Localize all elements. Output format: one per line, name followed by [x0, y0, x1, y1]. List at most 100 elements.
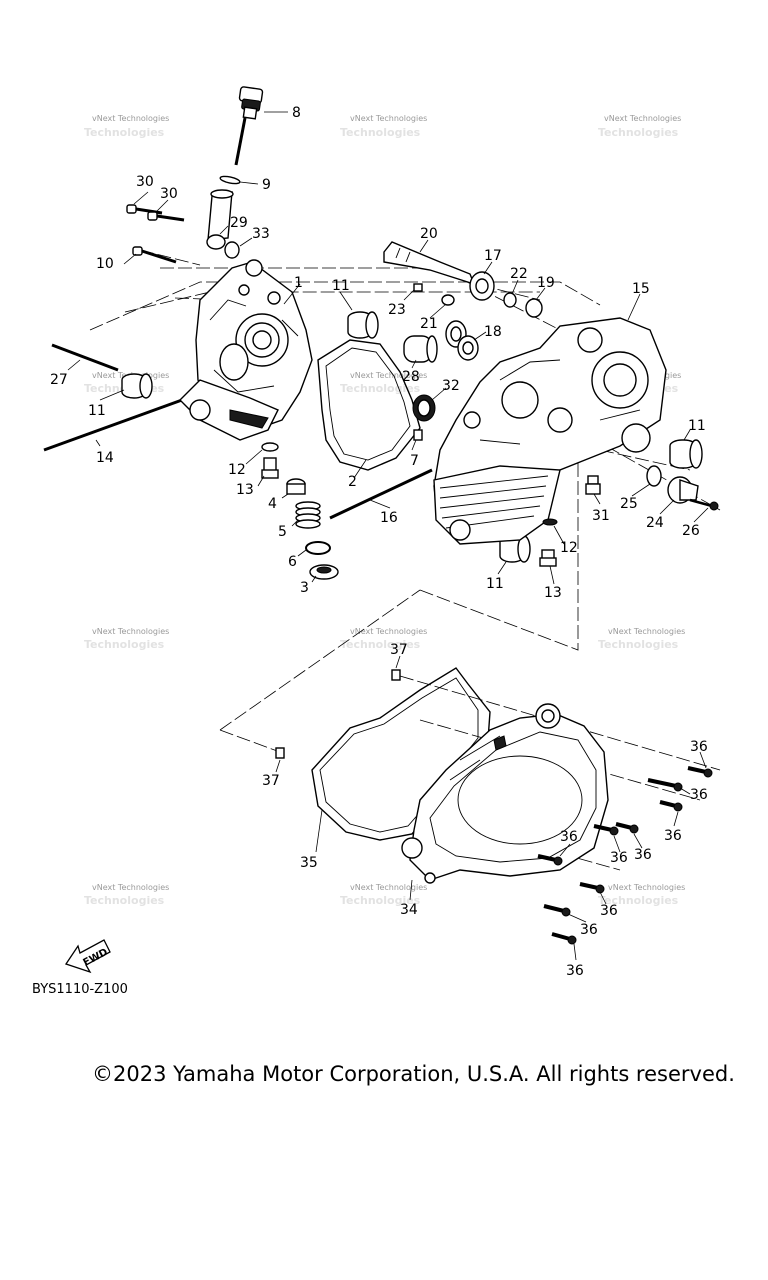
- bolt-30b: [147, 211, 185, 222]
- svg-text:Technologies: Technologies: [598, 638, 679, 651]
- callout-3: 3: [300, 580, 309, 596]
- plug-13-right: [539, 549, 557, 567]
- parts-diagram: Technologies vNext Technologies Technolog…: [43, 86, 721, 979]
- svg-text:vNext Technologies: vNext Technologies: [608, 883, 685, 892]
- callout-8: 8: [292, 105, 301, 121]
- dipstick: [234, 86, 264, 166]
- bolt-36: [647, 778, 683, 792]
- bolt-36: [543, 904, 571, 917]
- svg-text:Technologies: Technologies: [340, 638, 421, 651]
- callout-31: 31: [592, 508, 610, 524]
- stud-14: [43, 398, 183, 452]
- svg-text:vNext Technologies: vNext Technologies: [92, 627, 169, 636]
- svg-text:vNext Technologies: vNext Technologies: [608, 627, 685, 636]
- callout-20: 20: [420, 226, 438, 242]
- svg-text:Technologies: Technologies: [84, 638, 165, 651]
- plug-13-left: [261, 457, 279, 479]
- o-ring-9: [219, 175, 241, 185]
- callout-13: 13: [544, 585, 562, 601]
- diagram-code: BYS1110-Z100: [32, 982, 128, 997]
- cap-24: [667, 476, 699, 504]
- assembly-line: [219, 729, 281, 753]
- svg-text:Technologies: Technologies: [84, 126, 165, 139]
- callout-1: 1: [294, 275, 303, 291]
- shaft-20: [383, 241, 476, 286]
- bolt-36: [615, 822, 639, 834]
- dowel-7: [413, 429, 423, 441]
- spring-5: [295, 501, 321, 529]
- callout-11: 11: [688, 418, 706, 434]
- svg-text:Technologies: Technologies: [84, 894, 165, 907]
- callout-17: 17: [484, 248, 502, 264]
- bolts-36: [537, 766, 713, 945]
- callout-12: 12: [560, 540, 578, 556]
- assembly-line: [89, 281, 601, 331]
- callout-24: 24: [646, 515, 664, 531]
- bolt-10: [132, 246, 177, 264]
- callout-16: 16: [380, 510, 398, 526]
- callout-35: 35: [300, 855, 318, 871]
- callout-21: 21: [420, 316, 438, 332]
- callout-36: 36: [690, 787, 708, 803]
- callout-27: 27: [50, 372, 68, 388]
- callout-36: 36: [664, 828, 682, 844]
- washer-21: [441, 294, 455, 306]
- bushing-11-top: [347, 311, 379, 339]
- bolt-36: [537, 854, 563, 866]
- callout-4: 4: [268, 496, 277, 512]
- bolt-27: [51, 343, 119, 372]
- svg-text:vNext Technologies: vNext Technologies: [350, 114, 427, 123]
- bolt-30a: [126, 204, 163, 215]
- callout-37: 37: [262, 773, 280, 789]
- washer-12-right: [542, 518, 558, 526]
- callout-14: 14: [96, 450, 114, 466]
- callout-23: 23: [388, 302, 406, 318]
- callout-10: 10: [96, 256, 114, 272]
- callout-9: 9: [262, 177, 271, 193]
- washer-12-left: [261, 442, 279, 452]
- svg-text:Technologies: Technologies: [340, 894, 421, 907]
- bolt-36: [687, 766, 713, 778]
- watermark: Technologies vNext Technologies: [340, 114, 427, 139]
- cover-34: [401, 703, 609, 884]
- drain-plug-3: [309, 564, 339, 580]
- svg-text:vNext Technologies: vNext Technologies: [604, 114, 681, 123]
- svg-text:Technologies: Technologies: [340, 126, 421, 139]
- callout-2: 2: [348, 474, 357, 490]
- svg-text:Technologies: Technologies: [598, 894, 679, 907]
- assembly-line: [219, 589, 421, 731]
- callout-13: 13: [236, 482, 254, 498]
- callout-22: 22: [510, 266, 528, 282]
- watermark: Technologies vNext Technologies: [598, 627, 685, 651]
- callout-36: 36: [566, 963, 584, 979]
- svg-text:vNext Technologies: vNext Technologies: [350, 627, 427, 636]
- callout-11: 11: [332, 278, 350, 294]
- o-ring-25: [646, 465, 662, 487]
- callout-25: 25: [620, 496, 638, 512]
- crankcase-left: [179, 259, 313, 441]
- bolt-36: [659, 800, 683, 812]
- callout-36: 36: [690, 739, 708, 755]
- callout-33: 33: [252, 226, 270, 242]
- watermark: Technologies vNext Technologies: [340, 627, 427, 651]
- dowel-37-top: [391, 669, 401, 681]
- callout-26: 26: [682, 523, 700, 539]
- callout-36: 36: [580, 922, 598, 938]
- callout-37: 37: [390, 642, 408, 658]
- callout-32: 32: [442, 378, 460, 394]
- o-ring-33: [224, 241, 240, 259]
- assembly-line: [124, 291, 540, 313]
- copyright-notice: ©2023 Yamaha Motor Corporation, U.S.A. A…: [92, 1062, 735, 1086]
- callout-30: 30: [160, 186, 178, 202]
- bearing-18: [445, 320, 479, 361]
- svg-text:vNext Technologies: vNext Technologies: [92, 883, 169, 892]
- bushing-11-right: [669, 439, 703, 469]
- callout-19: 19: [537, 275, 555, 291]
- dowel-37-left: [275, 747, 285, 759]
- callout-36: 36: [610, 850, 628, 866]
- callout-29: 29: [230, 215, 248, 231]
- circlip-22: [503, 292, 517, 308]
- callouts: 8 9 30 30 29 33 10 1 11 27 11 14 20 17 2…: [50, 105, 708, 979]
